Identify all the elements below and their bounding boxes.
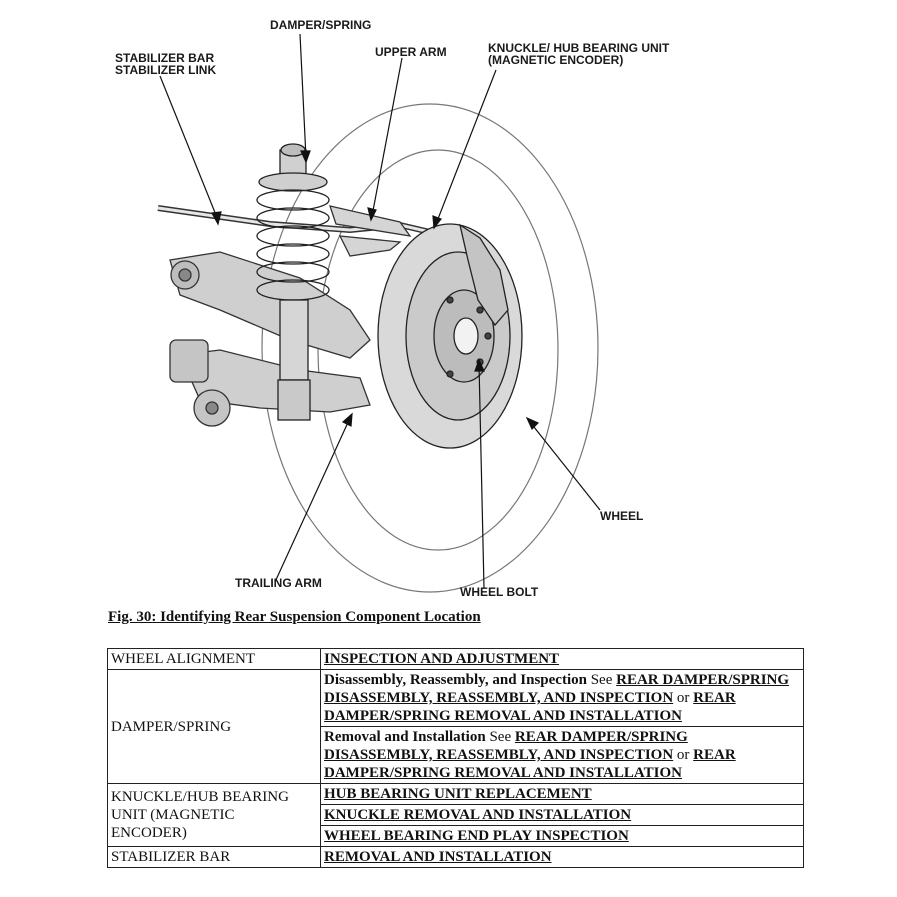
stabilizer-removal-link[interactable]: REMOVAL AND INSTALLATION: [324, 849, 552, 865]
leader-lines: [159, 33, 601, 589]
table-cell: INSPECTION AND ADJUSTMENT: [320, 648, 804, 670]
callout-damper-spring: DAMPER/SPRING: [270, 18, 371, 32]
upper-arm-shape: [329, 205, 412, 257]
callout-trailing-arm: TRAILING ARM: [235, 576, 322, 590]
callout-upper-arm: UPPER ARM: [375, 45, 447, 59]
damper-removal-link[interactable]: REAR DAMPER/SPRING REMOVAL AND INSTALLAT…: [324, 690, 736, 724]
category-knuckle-line1: KNUCKLE/HUB BEARING: [111, 789, 289, 805]
table-row: KNUCKLE REMOVAL AND INSTALLATION: [108, 804, 804, 826]
removal-label: Removal and Installation: [324, 729, 486, 745]
category-damper-spring: DAMPER/SPRING: [107, 669, 321, 784]
table-row: WHEEL BEARING END PLAY INSPECTION: [108, 825, 804, 847]
category-wheel-alignment: WHEEL ALIGNMENT: [107, 648, 321, 670]
reference-table: WHEEL ALIGNMENT INSPECTION AND ADJUSTMEN…: [107, 648, 804, 868]
disassembly-label: Disassembly, Reassembly, and Inspection: [324, 672, 587, 688]
or-text: or: [676, 690, 690, 706]
callout-knuckle-line2: (MAGNETIC ENCODER): [488, 53, 623, 67]
category-knuckle: KNUCKLE/HUB BEARING UNIT (MAGNETIC ENCOD…: [107, 783, 321, 847]
table-row: STABILIZER BAR REMOVAL AND INSTALLATION: [107, 846, 804, 868]
callout-knuckle-line1: KNUCKLE/ HUB BEARING UNIT: [488, 41, 670, 55]
hub-bearing-replacement-link[interactable]: HUB BEARING UNIT REPLACEMENT: [324, 786, 592, 802]
damper-disassembly-link[interactable]: REAR DAMPER/SPRING DISASSEMBLY, REASSEMB…: [324, 729, 688, 763]
suspension-illustration: DAMPER/SPRING STABILIZER BAR STABILIZER …: [100, 10, 680, 602]
table-cell: WHEEL BEARING END PLAY INSPECTION: [320, 825, 804, 847]
damper-removal-link[interactable]: REAR DAMPER/SPRING REMOVAL AND INSTALLAT…: [324, 747, 736, 781]
table-row: DAMPER/SPRING Disassembly, Reassembly, a…: [107, 669, 804, 784]
table-cell: HUB BEARING UNIT REPLACEMENT: [320, 783, 804, 805]
table-row: WHEEL ALIGNMENT INSPECTION AND ADJUSTMEN…: [107, 648, 804, 670]
category-knuckle-line3: ENCODER): [111, 825, 187, 841]
callout-wheel-bolt: WHEEL BOLT: [460, 585, 539, 599]
trailing-arm-shape: [169, 251, 371, 427]
wheel-outline: [261, 103, 599, 593]
table-cell: REMOVAL AND INSTALLATION: [320, 846, 804, 868]
see-text: See: [489, 729, 512, 745]
callout-stabilizer-bar: STABILIZER BAR: [115, 51, 214, 65]
end-play-inspection-link[interactable]: WHEEL BEARING END PLAY INSPECTION: [324, 828, 629, 844]
table-row: KNUCKLE/HUB BEARING UNIT (MAGNETIC ENCOD…: [107, 783, 804, 847]
damper-disassembly-link[interactable]: REAR DAMPER/SPRING DISASSEMBLY, REASSEMB…: [324, 672, 790, 706]
stabilizer-bar-shape: [157, 205, 431, 235]
callout-wheel: WHEEL: [600, 509, 643, 523]
damper-spring-shape: [256, 143, 330, 421]
category-stabilizer-bar: STABILIZER BAR: [107, 846, 321, 868]
brake-disc-shape: [377, 223, 523, 449]
table-row: Removal and Installation See REAR DAMPER…: [108, 726, 804, 784]
table-cell: Removal and Installation See REAR DAMPER…: [320, 726, 804, 784]
knuckle-removal-link[interactable]: KNUCKLE REMOVAL AND INSTALLATION: [324, 807, 632, 823]
category-knuckle-line2: UNIT (MAGNETIC: [111, 807, 235, 823]
or-text: or: [676, 747, 690, 763]
table-cell: Disassembly, Reassembly, and Inspection …: [320, 669, 804, 727]
figure-caption: Fig. 30: Identifying Rear Suspension Com…: [108, 609, 481, 625]
callout-stabilizer-link: STABILIZER LINK: [115, 63, 216, 77]
see-text: See: [590, 672, 613, 688]
table-cell: KNUCKLE REMOVAL AND INSTALLATION: [320, 804, 804, 826]
inspection-adjustment-link[interactable]: INSPECTION AND ADJUSTMENT: [324, 651, 560, 667]
suspension-drawing: DAMPER/SPRING STABILIZER BAR STABILIZER …: [115, 18, 670, 599]
